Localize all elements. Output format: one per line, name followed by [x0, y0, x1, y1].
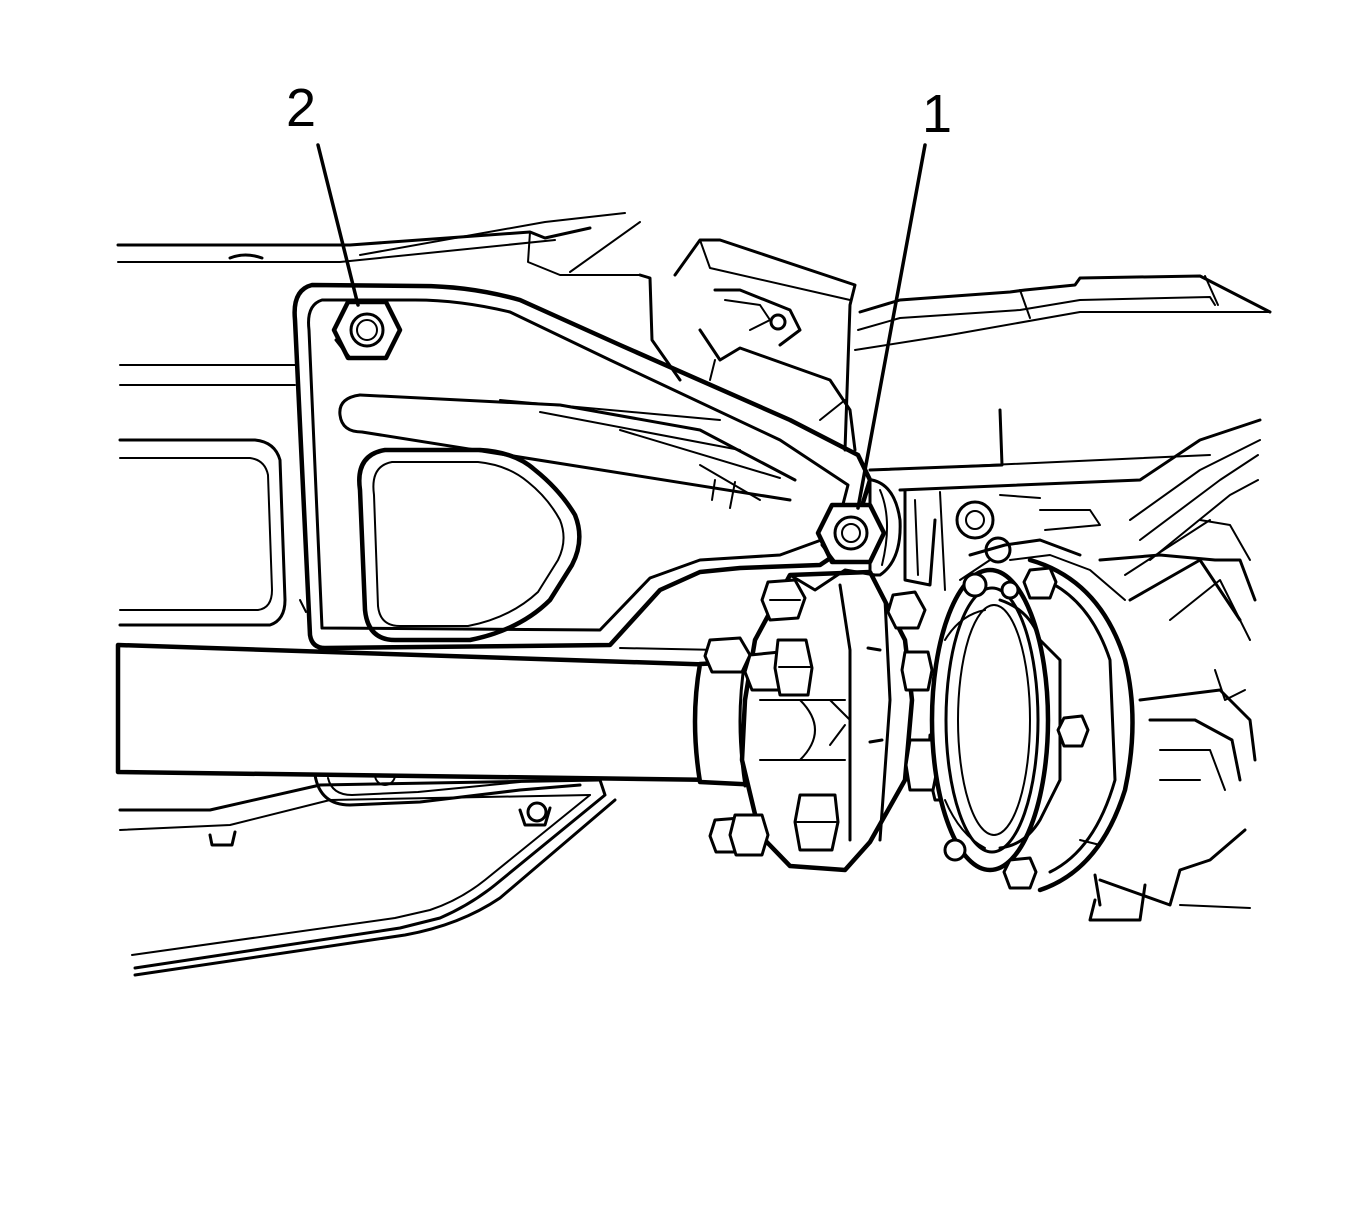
lower-floor-pan	[118, 764, 617, 977]
upper-frame-rail	[116, 212, 1272, 351]
output-flange	[929, 538, 1135, 907]
leader-line-2	[316, 143, 360, 307]
leader-line-1	[856, 143, 927, 510]
bolt-1	[815, 502, 887, 565]
frame-side-member	[118, 364, 307, 627]
transmission-housing	[868, 408, 1262, 922]
callout-numbers: 1 2	[286, 78, 952, 144]
callout-leaders	[316, 143, 927, 510]
mount-bracket	[638, 238, 857, 452]
propeller-shaft	[115, 642, 785, 789]
gusset-plate	[292, 282, 873, 651]
bolt-2	[331, 299, 403, 361]
callout-label-2: 2	[286, 78, 316, 138]
callout-label-1: 1	[922, 84, 952, 144]
